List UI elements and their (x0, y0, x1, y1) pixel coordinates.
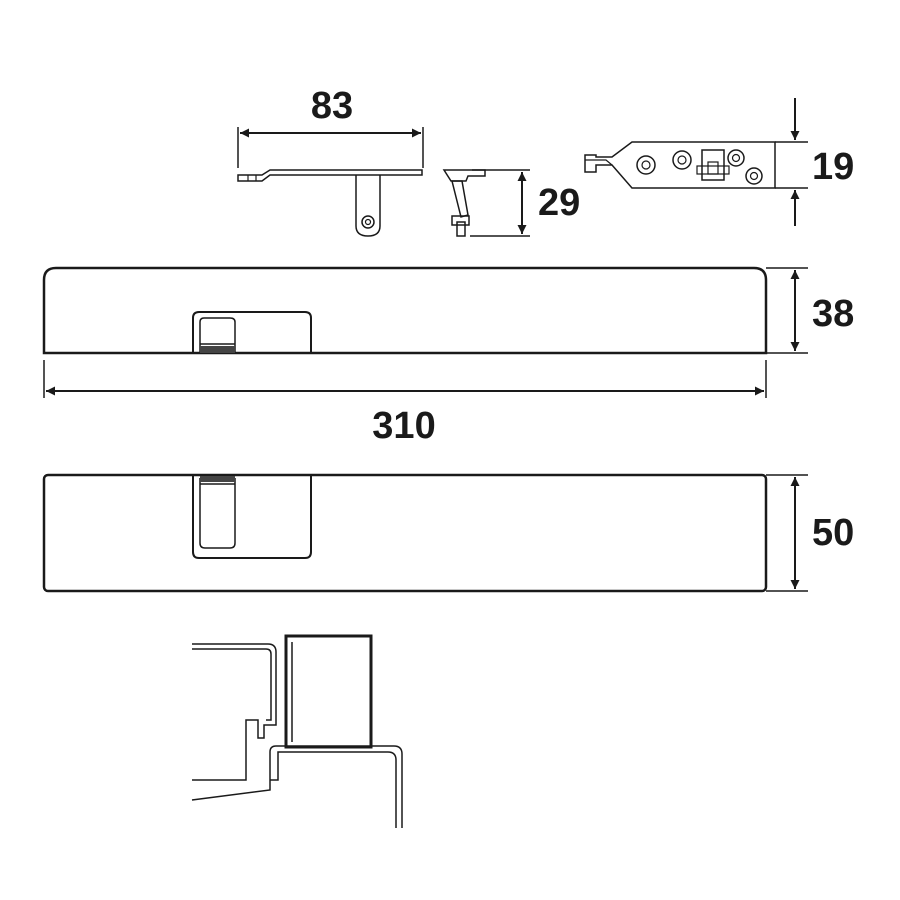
dimension-label-50: 50 (812, 512, 854, 554)
dimension-label-310: 310 (372, 405, 435, 447)
dimension-38: 38 (766, 267, 854, 354)
installation-section-view (191, 634, 403, 828)
dimension-label-29: 29 (538, 182, 580, 224)
dimension-label-38: 38 (812, 293, 854, 335)
dimension-83: 83 (237, 85, 424, 168)
flat-bracket-part (237, 169, 423, 237)
angled-bracket-part (442, 169, 486, 237)
dimension-label-83: 83 (311, 85, 353, 127)
hinge-plate-part (584, 141, 776, 189)
housing-bottom-view (42, 473, 768, 593)
dimension-19: 19 (775, 98, 854, 226)
dimension-label-19: 19 (812, 146, 854, 188)
dimension-50: 50 (766, 474, 854, 592)
housing-front-view (42, 266, 768, 355)
dimension-310: 310 (43, 360, 767, 447)
dimension-29: 29 (470, 169, 580, 237)
